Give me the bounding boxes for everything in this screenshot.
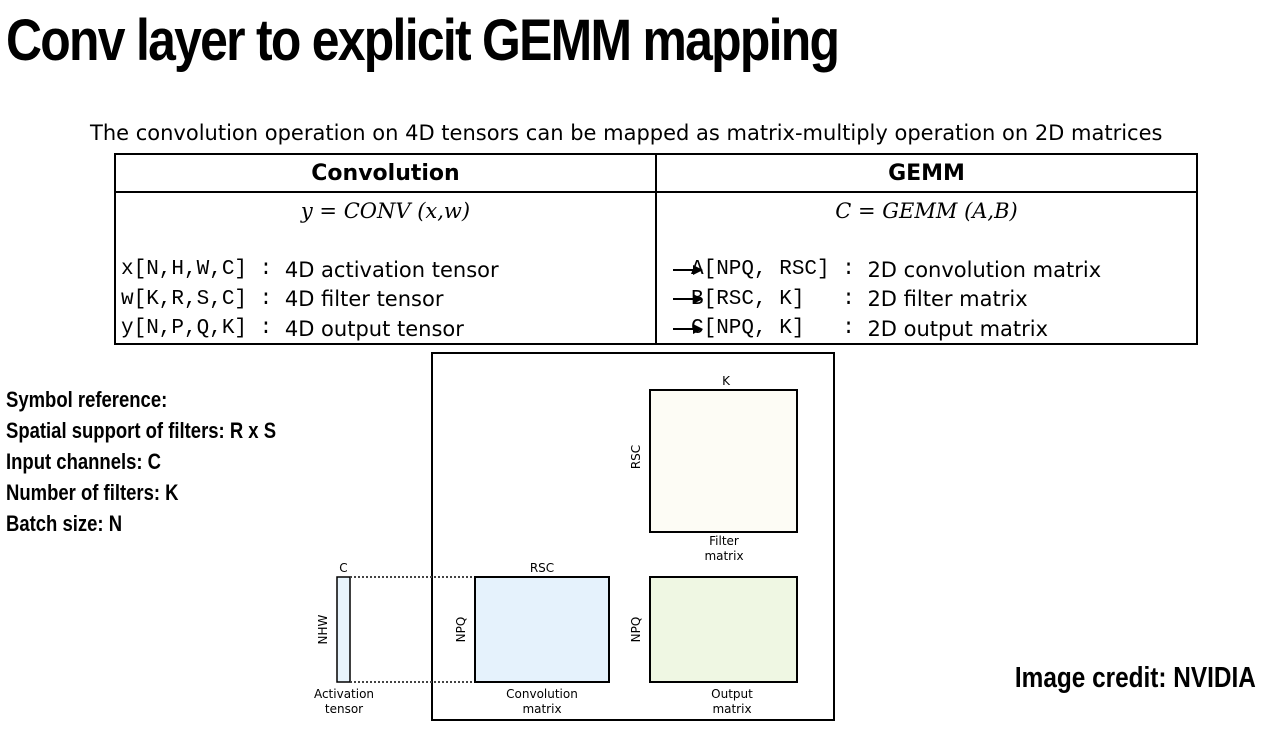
tensor-code: y[N,P,Q,K] (121, 317, 248, 341)
activation-caption: Activation (314, 687, 374, 701)
header-gemm: GEMM (655, 153, 1198, 193)
filter-caption: Filter (709, 534, 739, 548)
separator: : (247, 317, 285, 341)
gemm-row: B[RSC, K] : 2D filter matrix (673, 285, 1101, 315)
diagram-frame (431, 352, 835, 721)
header-convolution: Convolution (114, 153, 657, 193)
symbol-line: Number of filters: K (6, 480, 179, 505)
output-side-label: NPQ (629, 617, 643, 643)
filter-top-label: K (722, 374, 731, 388)
filter-side-label: RSC (629, 445, 643, 469)
gemm-row: C[NPQ, K] : 2D output matrix (673, 314, 1101, 344)
separator: : (829, 287, 868, 311)
matrix-code: B[RSC, K] (691, 287, 830, 311)
gemm-row: A[NPQ, RSC] : 2D convolution matrix (673, 255, 1102, 285)
separator: : (829, 317, 868, 341)
convolution-cell: y = CONV (x,w) x[N,H,W,C] : 4D activatio… (114, 192, 657, 344)
activation-caption: tensor (325, 702, 363, 716)
tensor-desc: 4D activation tensor (284, 257, 499, 282)
output-caption: Output (711, 687, 753, 701)
tensor-desc: 4D filter tensor (284, 287, 444, 312)
matrix-desc: 2D filter matrix (867, 287, 1028, 312)
filter-matrix (649, 389, 798, 533)
convolution-top-label: RSC (530, 561, 554, 575)
conv-row: y[N,P,Q,K] : 4D output tensor (121, 314, 499, 344)
gemm-rows: A[NPQ, RSC] : 2D convolution matrix B[RS… (673, 255, 1102, 344)
tensor-desc: 4D output tensor (284, 316, 464, 341)
conv-row: x[N,H,W,C] : 4D activation tensor (121, 255, 499, 285)
separator: : (247, 258, 285, 282)
output-caption: matrix (712, 702, 751, 716)
mapping-table: Convolution GEMM y = CONV (x,w) x[N,H,W,… (114, 153, 1198, 345)
filter-caption: matrix (704, 549, 743, 563)
tensor-code: w[K,R,S,C] (121, 287, 248, 311)
separator: : (247, 287, 285, 311)
activation-tensor (336, 576, 351, 683)
convolution-caption: Convolution (506, 687, 578, 701)
convolution-matrix (474, 576, 610, 683)
conv-rows: x[N,H,W,C] : 4D activation tensor w[K,R,… (121, 255, 499, 344)
convolution-side-label: NPQ (454, 617, 468, 643)
subtitle: The convolution operation on 4D tensors … (90, 121, 1163, 145)
tensor-code: x[N,H,W,C] (121, 258, 248, 282)
gemm-formula: C = GEMM (A,B) (835, 199, 1018, 223)
arrow-right-icon (673, 323, 703, 334)
matrix-code: C[NPQ, K] (691, 317, 830, 341)
conv-row: w[K,R,S,C] : 4D filter tensor (121, 285, 499, 315)
gemm-cell: C = GEMM (A,B) A[NPQ, RSC] : 2D convolut… (655, 192, 1198, 344)
matrix-desc: 2D convolution matrix (867, 257, 1102, 282)
page-title: Conv layer to explicit GEMM mapping (6, 8, 840, 73)
matrix-desc: 2D output matrix (867, 316, 1049, 341)
symbol-line: Spatial support of filters: R x S (6, 418, 277, 443)
symbol-line: Batch size: N (6, 511, 123, 536)
symbol-heading: Symbol reference: (6, 387, 168, 412)
image-credit: Image credit: NVIDIA (1015, 662, 1256, 694)
separator: : (829, 258, 868, 282)
symbol-reference: Symbol reference: Spatial support of fil… (6, 384, 276, 539)
convolution-caption: matrix (522, 702, 561, 716)
arrow-right-icon (673, 264, 703, 275)
conv-formula: y = CONV (x,w) (300, 199, 471, 223)
activation-side-label: NHW (316, 614, 330, 644)
output-matrix (649, 576, 798, 683)
matrix-code: A[NPQ, RSC] (691, 258, 830, 282)
symbol-line: Input channels: C (6, 449, 162, 474)
activation-top-label: C (339, 561, 347, 575)
arrow-right-icon (673, 294, 703, 305)
